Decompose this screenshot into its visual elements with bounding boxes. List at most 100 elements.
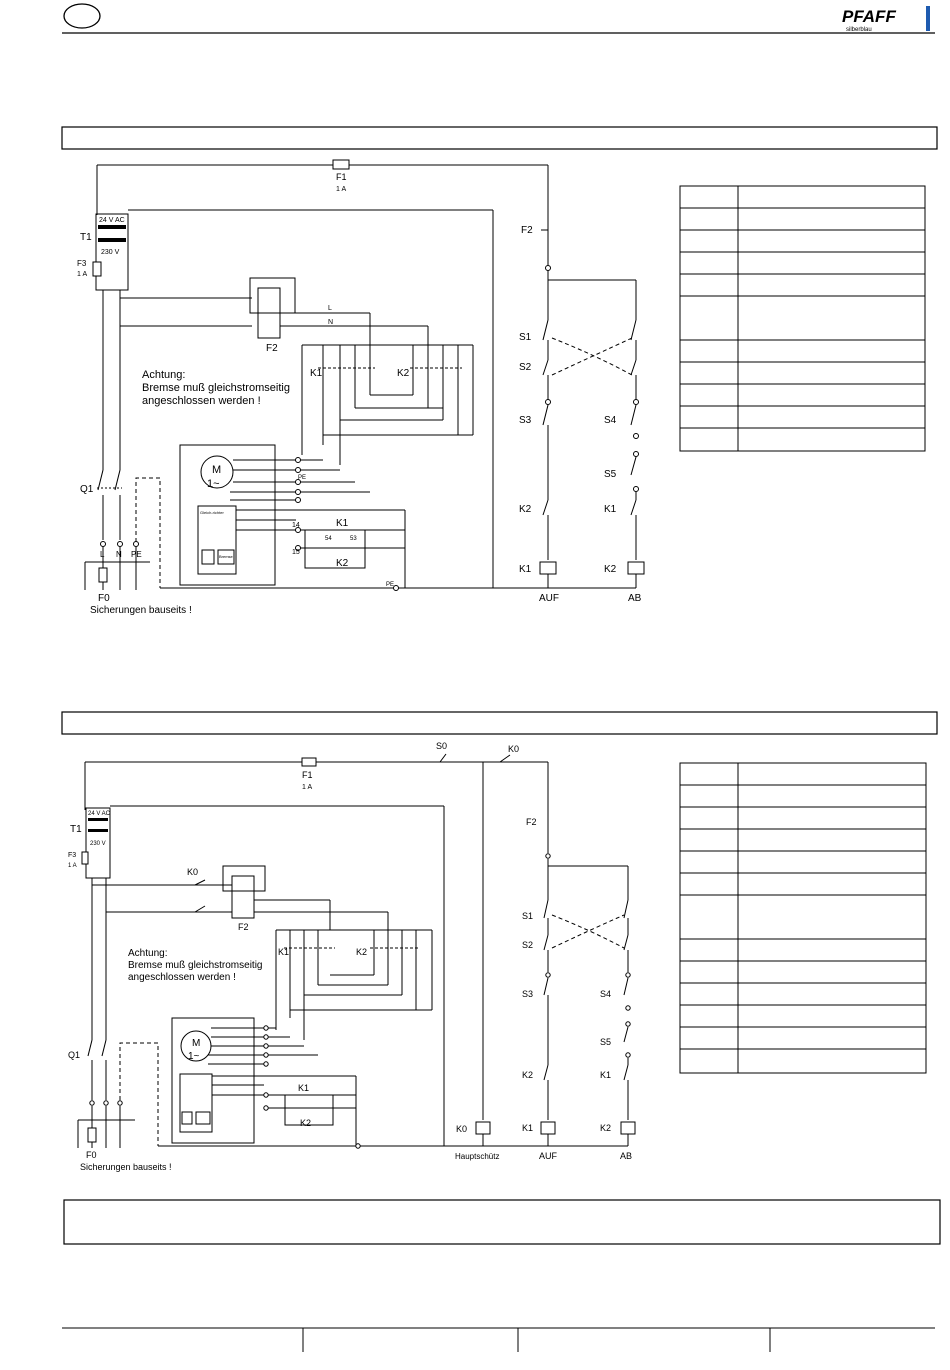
- auf-label-2: AUF: [539, 1151, 558, 1161]
- fuse-f3: [92, 261, 102, 277]
- diagram-1-labels: F1 1 A T1 24 V AC 230 V F3 1 A F2 L N K1…: [77, 172, 642, 616]
- fuse-f0: [98, 567, 108, 583]
- motor-label: M: [212, 464, 221, 476]
- t1-secondary-2: 24 V AC: [88, 811, 111, 817]
- brake-block-2: [195, 1111, 211, 1125]
- rectifier-label: Gleich-richter: [200, 510, 224, 515]
- warning-line-2: Bremse muß gleichstromseitig: [142, 382, 290, 394]
- terminal-15: 15: [292, 549, 300, 556]
- f1-value-2: 1 A: [302, 784, 312, 791]
- motor-label-2: M: [192, 1038, 200, 1049]
- k1-coil-label-2: K1: [522, 1123, 533, 1133]
- terminal-53: 53: [350, 536, 357, 542]
- n-label: N: [328, 319, 333, 326]
- k1-aux-label: K1: [604, 504, 617, 515]
- s1-label-2: S1: [522, 911, 533, 921]
- terminal-54: 54: [325, 536, 332, 542]
- t1-label: T1: [80, 232, 92, 243]
- page-footer: [62, 1327, 935, 1352]
- s5-label-2: S5: [600, 1037, 611, 1047]
- brake-relay-box-2: [284, 1094, 334, 1126]
- motor-m: [200, 455, 234, 489]
- logo-subtext: silberblau: [846, 27, 872, 33]
- s0-label: S0: [436, 741, 447, 751]
- brake-k1-label-2: K1: [298, 1083, 309, 1093]
- f3-value: 1 A: [77, 271, 87, 278]
- k1-coil-label: K1: [519, 564, 532, 575]
- brake-k2-label-2: K2: [300, 1118, 311, 1128]
- f1-label-2: F1: [302, 770, 313, 780]
- transformer-t1-2: [85, 807, 111, 879]
- logo-text: PFAFF: [842, 7, 896, 26]
- s4-label: S4: [604, 415, 617, 426]
- pe-label-bottom: PE: [386, 582, 394, 588]
- k1-label-2: K1: [278, 947, 289, 957]
- k1-aux-label-2: K1: [600, 1070, 611, 1080]
- k0-label-mid: K0: [187, 867, 198, 877]
- k1-label: K1: [310, 368, 323, 379]
- pe-terminal: PE: [131, 550, 142, 559]
- f1-label: F1: [336, 172, 347, 182]
- pe-label-motor: PE: [298, 475, 306, 481]
- k2-coil-label-2: K2: [600, 1123, 611, 1133]
- main-contactor-label: Hauptschütz: [455, 1152, 499, 1161]
- warning-line-1: Achtung:: [142, 369, 185, 381]
- f2-label: F2: [266, 343, 278, 354]
- thermal-relay-f2-2: [231, 875, 255, 919]
- ab-label-2: AB: [620, 1151, 632, 1161]
- contactor-k2-contacts: [410, 345, 462, 435]
- warning-line-3: angeschlossen werden !: [142, 395, 261, 407]
- t1-primary: 230 V: [101, 249, 120, 256]
- q1-label-2: Q1: [68, 1050, 80, 1060]
- diagram-2-labels: F1 1 A S0 K0 T1 24 V AC 230 V F3 1 A K0 …: [68, 741, 632, 1172]
- warning-line-1-2: Achtung:: [128, 948, 167, 959]
- coil-k2-2: [620, 1121, 636, 1135]
- f3-value-2: 1 A: [68, 863, 77, 869]
- s4-label-2: S4: [600, 989, 611, 999]
- f0-label-2: F0: [86, 1150, 97, 1160]
- ab-label: AB: [628, 593, 642, 604]
- f3-label: F3: [77, 259, 87, 268]
- f2-aux-label: F2: [521, 225, 533, 236]
- legend-table-2: [679, 762, 927, 1074]
- fuse-f1-2: [301, 757, 317, 767]
- k0-label-top: K0: [508, 744, 519, 754]
- s2-label: S2: [519, 362, 532, 373]
- l-terminal: L: [100, 550, 105, 559]
- section-title-bar-1: [61, 126, 938, 150]
- auf-label: AUF: [539, 593, 559, 604]
- fuses-note-2: Sicherungen bauseits !: [80, 1162, 172, 1172]
- t1-primary-2: 230 V: [90, 841, 106, 847]
- l-label: L: [328, 305, 332, 312]
- s1-label: S1: [519, 332, 532, 343]
- warning-line-3-2: angeschlossen werden !: [128, 972, 236, 983]
- f2-aux-label-2: F2: [526, 817, 537, 827]
- coil-k1-2: [540, 1121, 556, 1135]
- language-badge-oval: [63, 3, 101, 29]
- brake-block: [217, 549, 235, 565]
- pfaff-logo: PFAFF silberblau: [838, 6, 930, 33]
- warning-line-2-2: Bremse muß gleichstromseitig: [128, 960, 262, 971]
- t1-secondary: 24 V AC: [99, 217, 125, 224]
- k2-aux-label: K2: [519, 504, 532, 515]
- fuse-f0-2: [87, 1127, 97, 1143]
- s5-label: S5: [604, 469, 617, 480]
- note-box: [63, 1199, 941, 1245]
- legend-table-1: [679, 185, 926, 452]
- page-header: PFAFF silberblau: [62, 3, 935, 34]
- motor-phase: 1~: [207, 478, 220, 490]
- s3-label-2: S3: [522, 989, 533, 999]
- coil-k1: [539, 561, 557, 575]
- motor-enclosure: [179, 444, 276, 586]
- k2-label-2: K2: [356, 947, 367, 957]
- brake-k2-label: K2: [336, 558, 349, 569]
- brake-label: Bremse: [219, 554, 234, 559]
- transformer-t1: [95, 213, 129, 291]
- rectifier-block: [197, 505, 237, 575]
- t1-label-2: T1: [70, 824, 82, 835]
- f3-label-2: F3: [68, 852, 76, 859]
- k2-coil-label: K2: [604, 564, 617, 575]
- k2-aux-label-2: K2: [522, 1070, 533, 1080]
- fuses-note: Sicherungen bauseits !: [90, 605, 192, 616]
